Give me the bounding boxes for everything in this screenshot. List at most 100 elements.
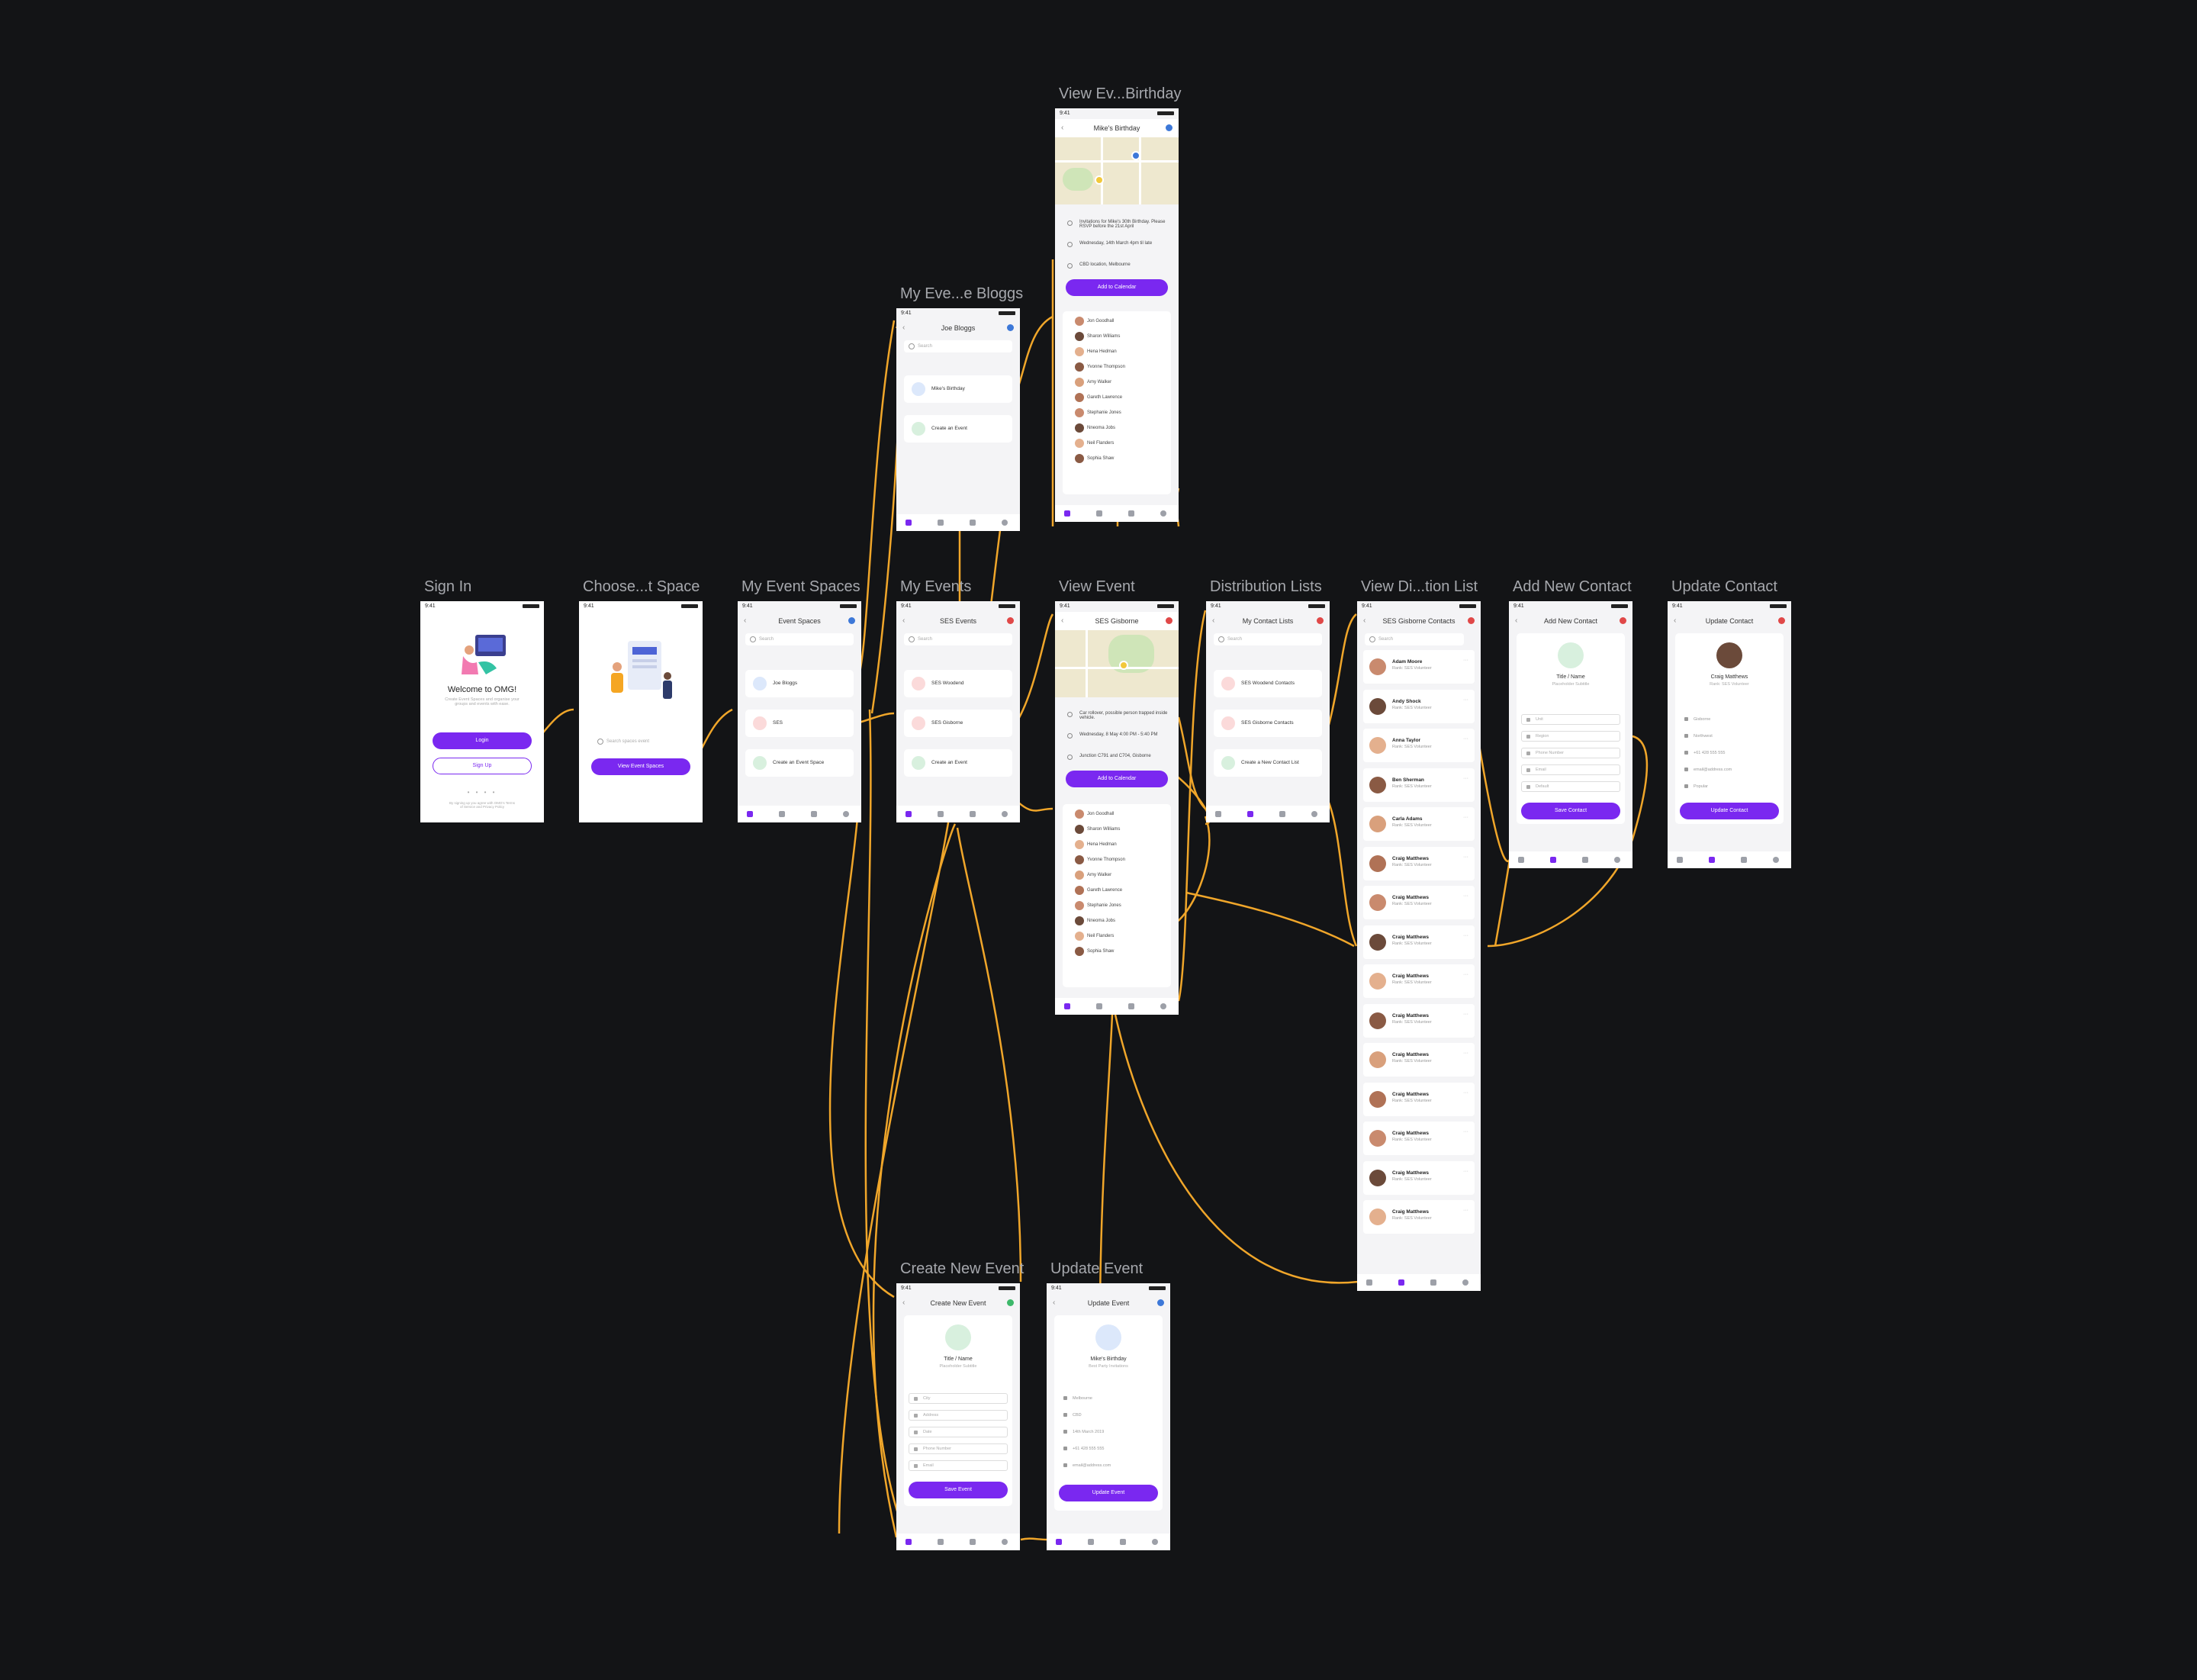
form-field[interactable]: Default <box>1521 781 1620 792</box>
attendee-row[interactable]: Sharon Williams <box>1075 330 1120 343</box>
grid-icon[interactable] <box>1518 857 1524 863</box>
space-search-input[interactable]: Search spaces event <box>593 735 689 748</box>
more-icon[interactable]: ··· <box>1463 815 1468 820</box>
profile-icon[interactable] <box>848 617 855 624</box>
form-field[interactable]: Email <box>1521 764 1620 775</box>
attendee-row[interactable]: Amy Walker <box>1075 375 1111 389</box>
gear-icon[interactable] <box>970 811 976 817</box>
profile-icon[interactable] <box>1002 520 1008 526</box>
grid-icon[interactable] <box>747 811 753 817</box>
attendee-row[interactable]: Stephanie Jones <box>1075 899 1121 912</box>
save-event-button[interactable]: Save Event <box>909 1482 1008 1498</box>
create-event-item[interactable]: Create an Event <box>904 749 1012 777</box>
grid-icon[interactable] <box>905 811 912 817</box>
attendee-row[interactable]: Sophia Shaw <box>1075 945 1114 958</box>
form-field[interactable]: Phone Number <box>909 1443 1008 1454</box>
more-icon[interactable]: ··· <box>1463 893 1468 899</box>
alert-icon[interactable] <box>1620 617 1626 624</box>
more-icon[interactable]: ··· <box>1463 932 1468 938</box>
create-event-space-item[interactable]: Create an Event Space <box>745 749 854 777</box>
gear-icon[interactable] <box>811 811 817 817</box>
contacts-icon[interactable] <box>938 811 944 817</box>
gear-icon[interactable] <box>1582 857 1588 863</box>
more-icon[interactable]: ··· <box>1463 658 1468 663</box>
add-to-calendar-button[interactable]: Add to Calendar <box>1066 279 1168 296</box>
profile-icon[interactable] <box>843 811 849 817</box>
gear-icon[interactable] <box>1741 857 1747 863</box>
attendee-row[interactable]: Neil Flanders <box>1075 436 1114 450</box>
search-input[interactable]: Search <box>1214 633 1322 645</box>
sign-up-button[interactable]: Sign Up <box>433 758 532 774</box>
save-contact-button[interactable]: Save Contact <box>1521 803 1620 819</box>
add-photo-icon[interactable] <box>945 1324 971 1350</box>
back-icon[interactable]: ‹ <box>1515 616 1518 625</box>
back-icon[interactable]: ‹ <box>1363 616 1366 625</box>
profile-icon[interactable] <box>1002 811 1008 817</box>
back-icon[interactable]: ‹ <box>1061 616 1064 625</box>
more-icon[interactable]: ··· <box>1463 736 1468 742</box>
event-subtitle[interactable]: Placeholder Subtitle <box>939 1364 977 1369</box>
profile-icon[interactable] <box>1614 857 1620 863</box>
alert-icon[interactable] <box>1317 617 1324 624</box>
contacts-icon[interactable] <box>938 1539 944 1545</box>
more-icon[interactable]: ··· <box>1463 1168 1468 1174</box>
attendee-row[interactable]: Gareth Lawrence <box>1075 883 1122 897</box>
search-input[interactable]: Search <box>904 633 1012 645</box>
profile-icon[interactable] <box>1166 124 1172 131</box>
list-item-ses-woodend-contacts[interactable]: SES Woodend Contacts <box>1214 670 1322 697</box>
form-field[interactable]: Region <box>1521 731 1620 742</box>
more-icon[interactable]: ··· <box>1463 775 1468 781</box>
event-map[interactable] <box>1055 137 1179 204</box>
add-photo-icon[interactable] <box>1558 642 1584 668</box>
gear-icon[interactable] <box>1120 1539 1126 1545</box>
grid-icon[interactable] <box>1677 857 1683 863</box>
grid-icon[interactable] <box>905 1539 912 1545</box>
profile-icon[interactable] <box>1311 811 1317 817</box>
event-item-mikes-birthday[interactable]: Mike's Birthday <box>904 375 1012 403</box>
contacts-icon[interactable] <box>1088 1539 1094 1545</box>
attendee-row[interactable]: Gareth Lawrence <box>1075 391 1122 404</box>
back-icon[interactable]: ‹ <box>1674 616 1677 625</box>
more-icon[interactable]: ··· <box>1463 1129 1468 1134</box>
event-item-ses-gisborne[interactable]: SES Gisborne <box>904 710 1012 737</box>
add-to-calendar-button[interactable]: Add to Calendar <box>1066 771 1168 787</box>
profile-icon[interactable] <box>1157 1299 1164 1306</box>
event-name-title[interactable]: Title / Name <box>944 1357 973 1362</box>
profile-icon[interactable] <box>1160 510 1166 517</box>
more-icon[interactable]: ··· <box>1463 697 1468 703</box>
contacts-icon[interactable] <box>938 520 944 526</box>
gear-icon[interactable] <box>970 520 976 526</box>
attendee-row[interactable]: Sharon Williams <box>1075 822 1120 836</box>
create-event-item[interactable]: Create an Event <box>904 415 1012 443</box>
back-icon[interactable]: ‹ <box>902 616 905 625</box>
more-icon[interactable]: ··· <box>1463 854 1468 860</box>
attendee-row[interactable]: Nneoma Jobs <box>1075 914 1115 928</box>
contact-name-title[interactable]: Title / Name <box>1556 674 1585 680</box>
form-field[interactable]: Date <box>909 1427 1008 1437</box>
gear-icon[interactable] <box>1128 1003 1134 1009</box>
back-icon[interactable]: ‹ <box>1061 124 1064 132</box>
event-item-ses-woodend[interactable]: SES Woodend <box>904 670 1012 697</box>
form-field[interactable]: Unit <box>1521 714 1620 725</box>
contact-subtitle[interactable]: Placeholder Subtitle <box>1552 682 1590 687</box>
attendee-row[interactable]: Nneoma Jobs <box>1075 421 1115 435</box>
create-contact-list-item[interactable]: Create a New Contact List <box>1214 749 1322 777</box>
grid-icon[interactable] <box>1215 811 1221 817</box>
space-item-ses[interactable]: SES <box>745 710 854 737</box>
back-icon[interactable]: ‹ <box>1053 1299 1056 1307</box>
contacts-icon[interactable] <box>1550 857 1556 863</box>
list-item-ses-gisborne-contacts[interactable]: SES Gisborne Contacts <box>1214 710 1322 737</box>
attendee-row[interactable]: Jon Goodhall <box>1075 807 1114 821</box>
more-icon[interactable]: ··· <box>1463 1011 1468 1017</box>
profile-icon[interactable] <box>1773 857 1779 863</box>
